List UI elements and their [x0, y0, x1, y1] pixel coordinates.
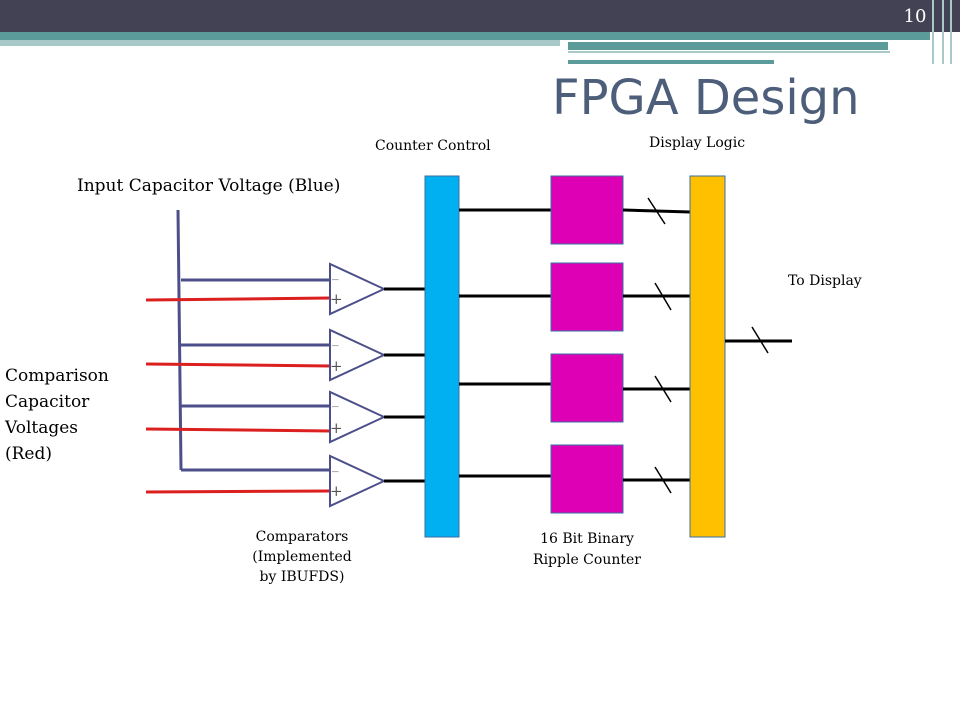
comparator-4	[329, 454, 387, 508]
blue-wire-vertical	[176, 209, 183, 471]
slide-number: 10	[903, 6, 927, 27]
counter-outputs	[622, 208, 691, 482]
comparator-plus: +	[330, 357, 343, 375]
bus-slash	[654, 375, 672, 403]
header-divider	[932, 0, 934, 64]
red-wire	[145, 489, 331, 494]
input-voltage-label: Input Capacitor Voltage (Blue)	[77, 176, 341, 196]
display-logic-block	[689, 175, 726, 538]
counter-block-4	[550, 444, 624, 514]
comparator-plus: +	[330, 419, 343, 437]
header-divider	[950, 0, 952, 64]
header-stripe	[568, 42, 888, 50]
counter-block-1	[550, 175, 624, 245]
slide-title: FPGA Design	[552, 70, 860, 126]
counter-block-2	[550, 262, 624, 332]
red-wire	[145, 362, 331, 368]
header-bar	[0, 0, 960, 32]
counter-control-outputs	[459, 208, 551, 478]
comparator-minus: _	[332, 393, 339, 408]
comparator-plus: +	[330, 482, 343, 500]
ripple-counters	[550, 175, 624, 514]
red-wire	[145, 427, 331, 433]
comparator-outputs	[384, 287, 425, 483]
header-stripe	[568, 51, 890, 53]
comparator-minus: _	[332, 458, 339, 473]
ripple-counter-label: 16 Bit Binary Ripple Counter	[533, 531, 641, 568]
bus-slashes	[647, 197, 672, 494]
comparator-2	[329, 328, 387, 382]
counter-block-3	[550, 353, 624, 423]
header-stripe	[0, 32, 930, 40]
comparator-minus: _	[332, 332, 339, 347]
comparison-voltages	[145, 296, 331, 494]
display-logic-label: Display Logic	[649, 135, 746, 151]
red-wire	[145, 296, 331, 302]
comparator-minus: _	[332, 266, 339, 281]
comparators-label: Comparators (Implemented by IBUFDS)	[252, 529, 352, 585]
comparator-3	[329, 390, 387, 444]
bus-slash	[654, 466, 672, 494]
comparators	[329, 262, 387, 508]
counter-control-block	[424, 175, 460, 538]
comparison-voltages-label: Comparison Capacitor Voltages (Red)	[5, 366, 109, 464]
header-stripe	[568, 60, 774, 64]
bus-slash	[654, 282, 672, 311]
comparator-plus: +	[330, 290, 343, 308]
header-stripe	[0, 40, 560, 46]
to-display-label: To Display	[788, 273, 862, 289]
bus-slash	[647, 197, 666, 225]
bus-slash	[751, 326, 769, 354]
counter-control-label: Counter Control	[375, 138, 491, 154]
comparator-1	[329, 262, 387, 316]
header-divider	[942, 0, 944, 64]
input-voltage-bus	[176, 209, 330, 472]
